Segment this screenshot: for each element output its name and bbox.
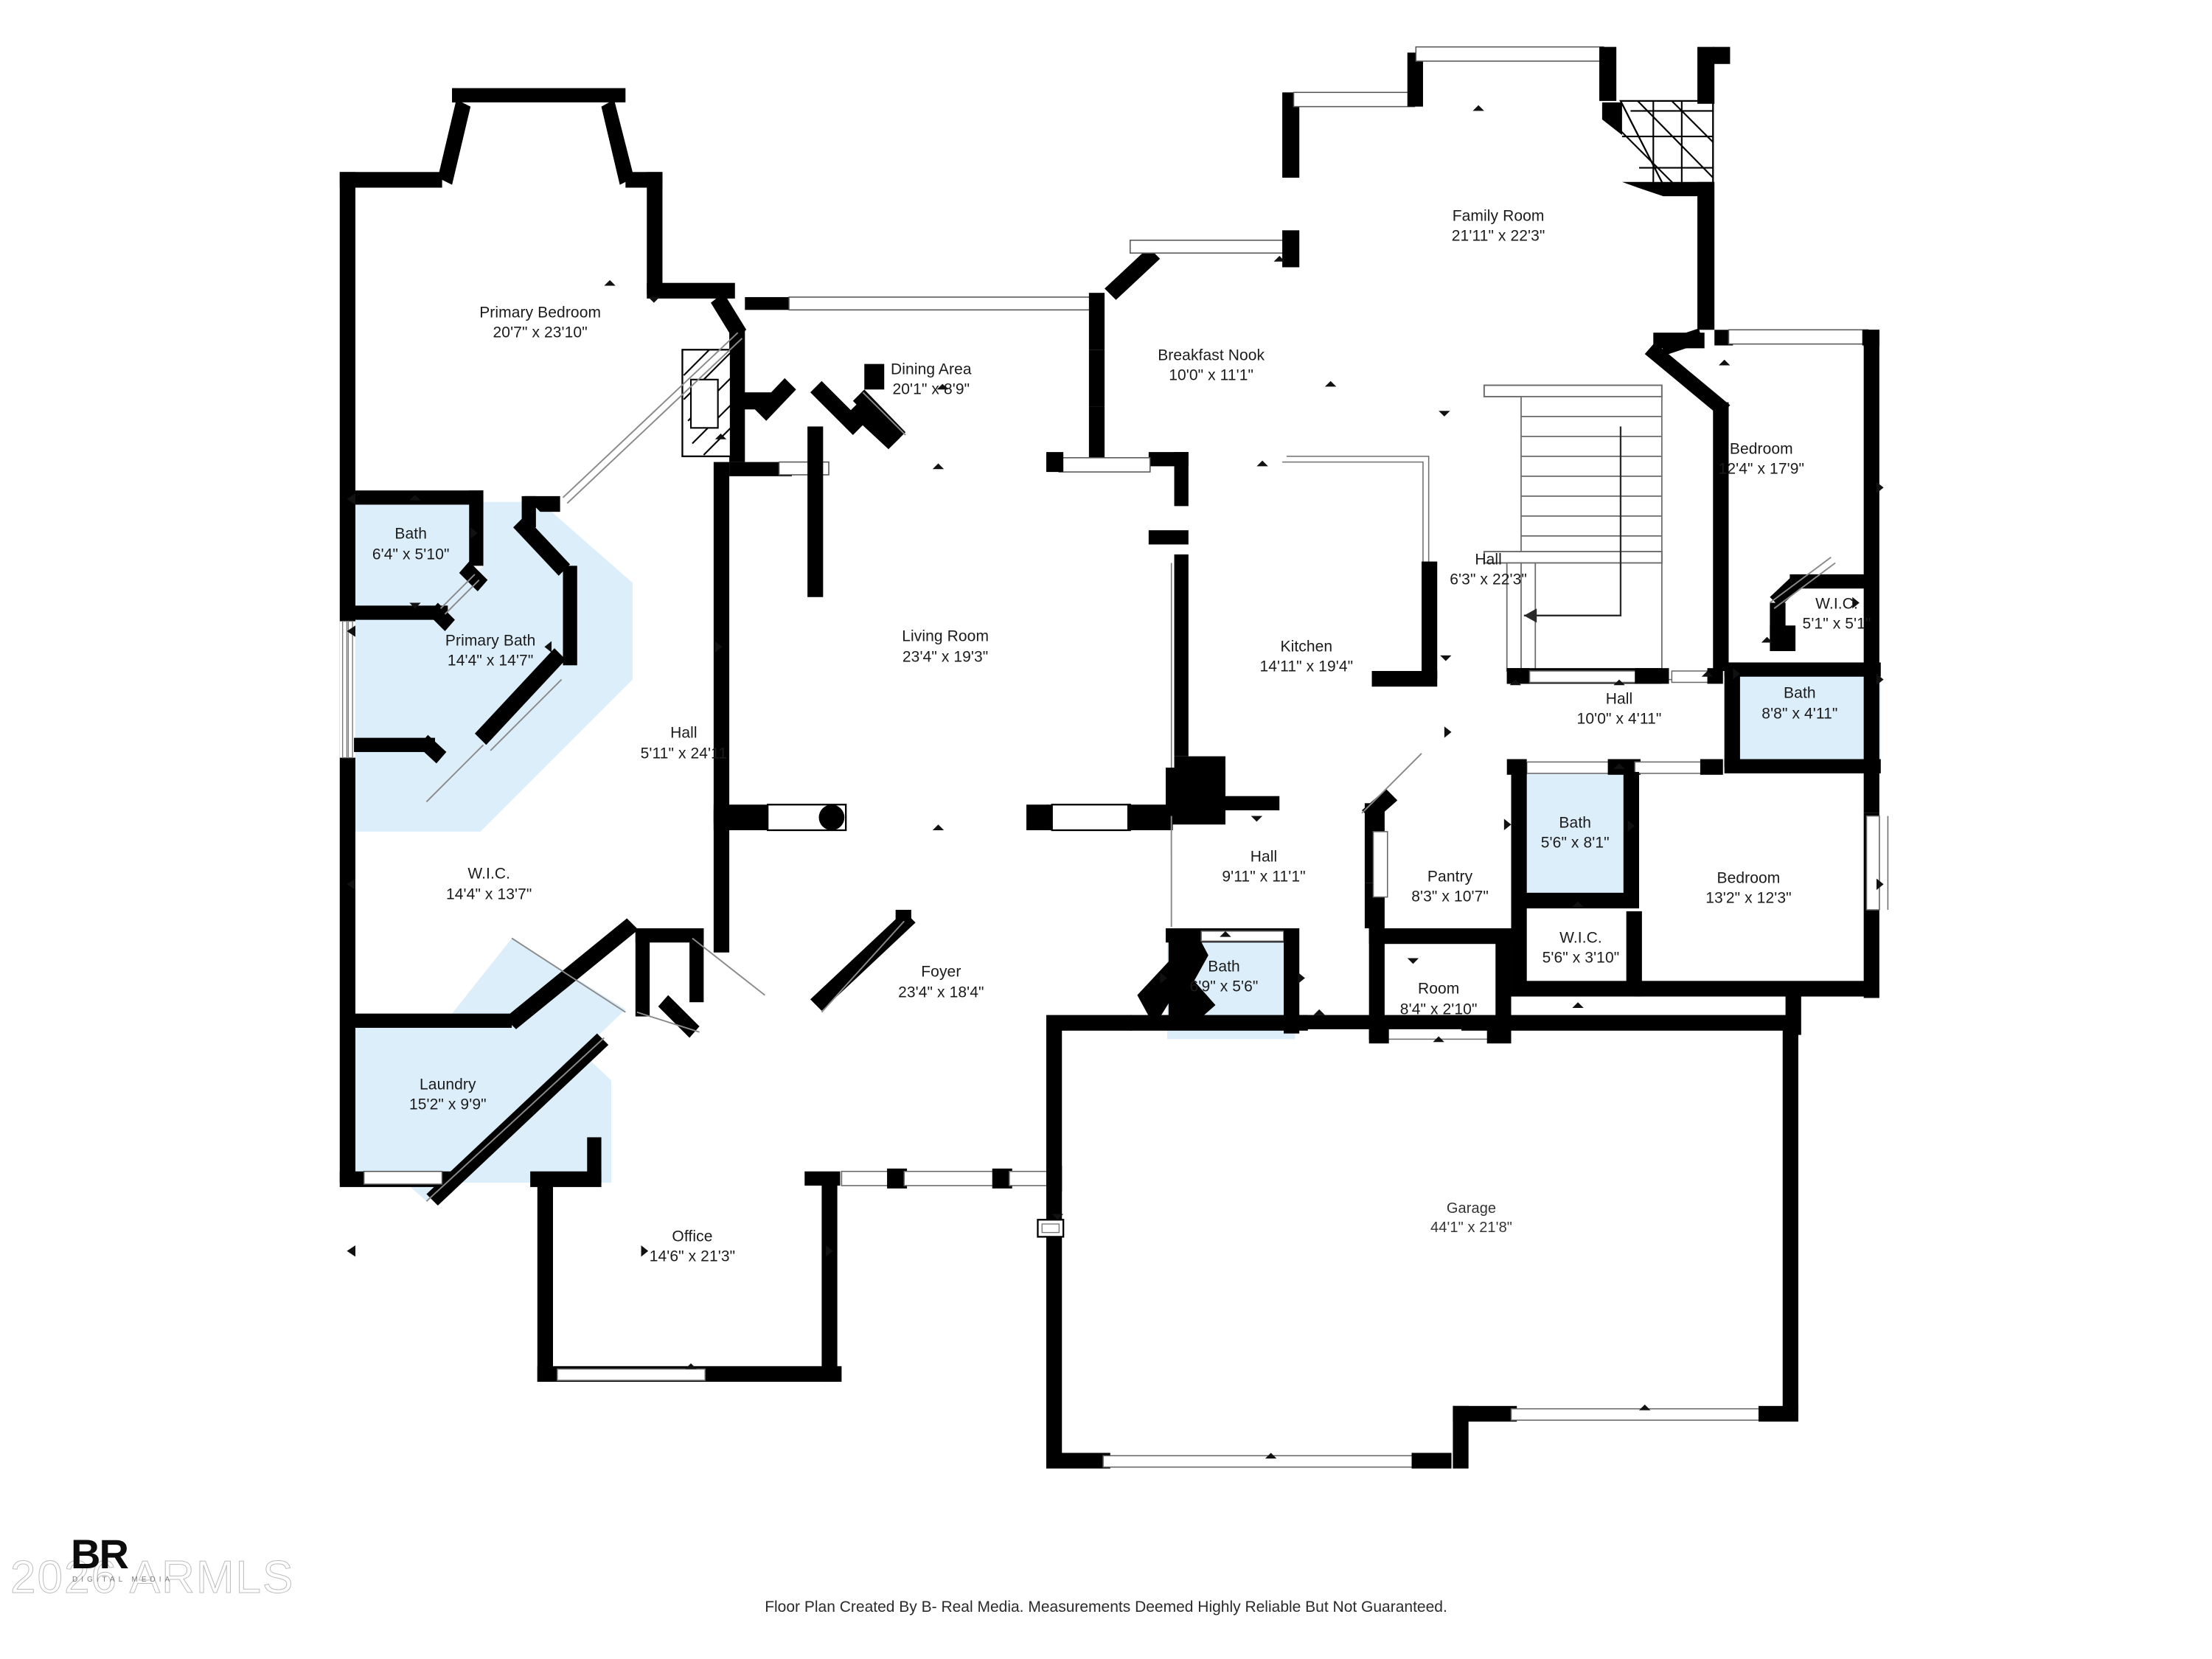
door-symbols: [425, 332, 1836, 1202]
dimension-markers: [347, 105, 1884, 1459]
armls-watermark: 2026 ARMLS: [10, 1552, 295, 1604]
brand-mark: BR: [71, 1531, 129, 1577]
brand-subtitle: DIGITAL MEDIA: [72, 1576, 174, 1584]
footer-disclaimer: Floor Plan Created By B- Real Media. Mea…: [765, 1599, 1447, 1615]
staircase: [1483, 384, 1663, 672]
b-real-media-logo: BR DIGITAL MEDIA: [71, 1531, 240, 1603]
walls: [339, 46, 1881, 1469]
